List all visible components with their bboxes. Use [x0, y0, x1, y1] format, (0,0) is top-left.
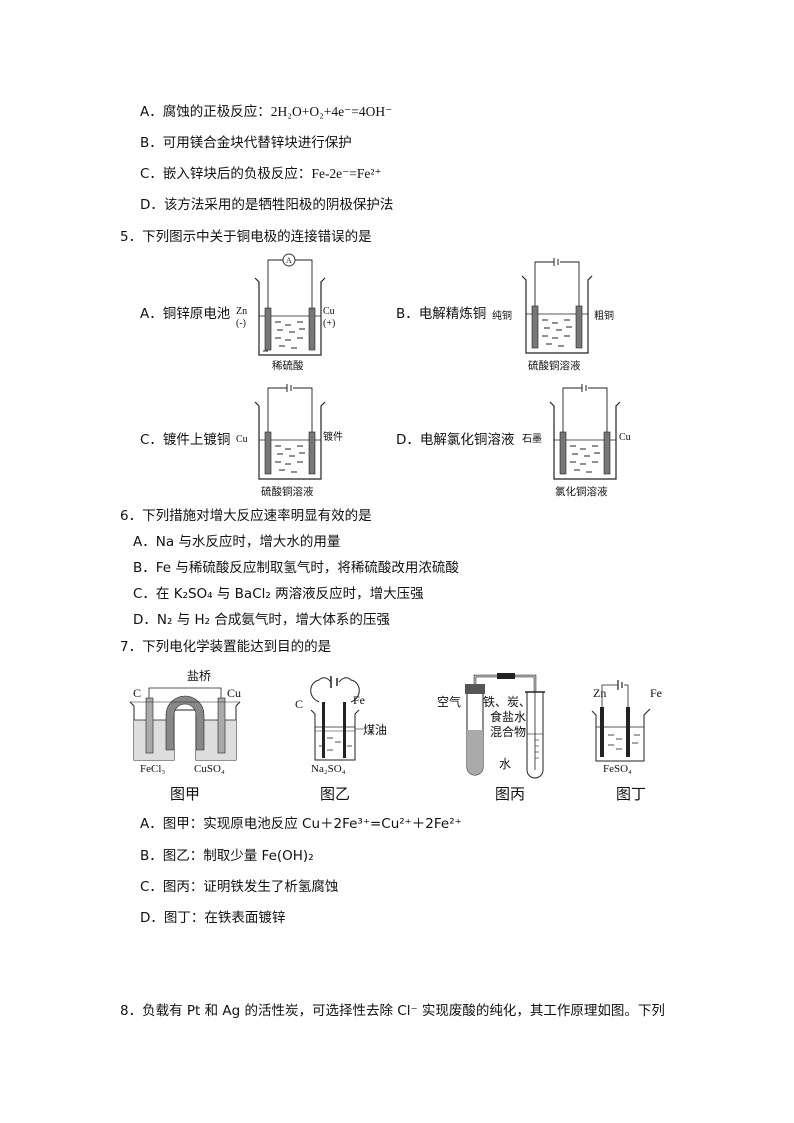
bing-air-label: 空气	[437, 695, 462, 709]
q5-c-right-electrode: 镀件	[323, 432, 343, 443]
figure-ding-diagram	[591, 680, 651, 762]
q4-option-a-formula: 2H₂O+O₂+4e⁻=4OH⁻	[270, 104, 393, 119]
q4-option-a-label: A．腐蚀的正极反应：	[140, 104, 271, 120]
figure-bing-caption: 图丙	[495, 785, 526, 803]
q6-option-d: D．N₂ 与 H₂ 合成氨气时，增大体系的压强	[133, 612, 390, 628]
beaker-diagram-b	[521, 258, 593, 354]
bing-mix-line3: 混合物	[490, 725, 527, 739]
figure-yi-diagram	[310, 676, 363, 761]
bing-mix-line1: 铁、炭、	[483, 695, 532, 709]
q5-a-right-sign: (+)	[323, 318, 336, 329]
q5-option-a-label: A．铜锌原电池	[140, 306, 231, 322]
yi-oil-label: 煤油	[363, 723, 388, 737]
jia-right-electrode: Cu	[227, 686, 242, 700]
q7-option-b: B．图乙：制取少量 Fe(OH)₂	[140, 848, 314, 864]
q4-option-d-label: D．该方法采用的是牺牲阳极的阴极保护法	[140, 197, 394, 213]
ding-solution: FeSO₄	[603, 763, 632, 775]
q5-a-right-electrode: Cu	[323, 306, 335, 317]
q6-option-a: A．Na 与水反应时，增大水的用量	[133, 534, 341, 550]
beaker-diagram-a: A	[254, 253, 326, 356]
q8-stem: 8．负载有 Pt 和 Ag 的活性炭，可选择性去除 Cl⁻ 实现废酸的纯化，其工…	[120, 1003, 665, 1019]
q7-option-a: A．图甲：实现原电池反应 Cu＋2Fe³⁺=Cu²⁺＋2Fe²⁺	[140, 816, 462, 832]
q5-d-right-electrode: Cu	[619, 432, 631, 443]
q5-a-solution: 稀硫酸	[272, 361, 304, 372]
q4-option-c-label: C．嵌入锌块后的负极反应：	[140, 166, 312, 182]
q4-option-a: A．腐蚀的正极反应：2H₂O+O₂+4e⁻=4OH⁻	[140, 103, 392, 121]
q4-option-d: D．该方法采用的是牺牲阳极的阴极保护法	[140, 196, 393, 214]
beaker-diagram-c	[254, 384, 326, 480]
q4-option-c: C．嵌入锌块后的负极反应：Fe-2e⁻=Fe²⁺	[140, 165, 382, 183]
figure-ding-caption: 图丁	[616, 785, 647, 803]
yi-left-electrode: C	[295, 697, 304, 711]
q4-option-b-label: B．可用镁合金块代替锌块进行保护	[140, 135, 352, 151]
figure-jia-caption: 图甲	[170, 785, 201, 803]
bing-water-label: 水	[499, 757, 512, 771]
jia-left-electrode: C	[133, 686, 142, 700]
q5-b-left-electrode: 纯铜	[492, 311, 512, 322]
q7-option-d: D．图丁：在铁表面镀锌	[140, 910, 286, 926]
q7-option-c: C．图丙：证明铁发生了析氢腐蚀	[140, 879, 339, 895]
q6-stem: 6．下列措施对增大反应速率明显有效的是	[120, 508, 372, 524]
figure-yi-caption: 图乙	[320, 785, 351, 803]
beaker-diagram-d	[549, 384, 621, 480]
figure-jia-diagram	[129, 687, 241, 761]
jia-right-solution: CuSO₄	[194, 763, 225, 775]
ding-right-electrode: Fe	[650, 686, 662, 700]
q5-a-left-sign: (-)	[236, 318, 246, 329]
q4-option-b: B．可用镁合金块代替锌块进行保护	[140, 134, 352, 152]
q5-c-left-electrode: Cu	[236, 434, 248, 445]
q5-d-solution: 氯化铜溶液	[555, 487, 608, 498]
q5-b-solution: 硫酸铜溶液	[528, 361, 581, 372]
q5-option-c-label: C．镀件上镀铜	[140, 432, 231, 448]
q5-stem: 5．下列图示中关于铜电极的连接错误的是	[120, 229, 372, 245]
q5-a-left-electrode: Zn	[236, 306, 248, 317]
figure-bing-diagram	[465, 673, 545, 779]
q6-option-c: C．在 K₂SO₄ 与 BaCl₂ 两溶液反应时，增大压强	[133, 586, 424, 602]
q5-b-right-electrode: 粗铜	[594, 311, 614, 322]
q6-option-b: B．Fe 与稀硫酸反应制取氢气时，将稀硫酸改用浓硫酸	[133, 560, 459, 576]
q7-stem: 7．下列电化学装置能达到目的的是	[120, 639, 332, 655]
q5-c-solution: 硫酸铜溶液	[261, 487, 314, 498]
q5-d-left-electrode: 石墨	[522, 434, 542, 445]
bing-mix-line2: 食盐水	[490, 710, 527, 724]
q4-option-c-formula: Fe-2e⁻=Fe²⁺	[311, 166, 382, 181]
q5-option-d-label: D．电解氯化铜溶液	[396, 432, 515, 448]
ding-left-electrode: Zn	[593, 686, 607, 700]
yi-solution: Na₂SO₄	[311, 763, 346, 775]
jia-salt-bridge: 盐桥	[187, 669, 212, 683]
q5-option-b-label: B．电解精炼铜	[396, 306, 487, 322]
yi-right-electrode: Fe	[353, 693, 365, 707]
jia-left-solution: FeCl₃	[140, 763, 166, 775]
svg-text:A: A	[286, 256, 292, 265]
